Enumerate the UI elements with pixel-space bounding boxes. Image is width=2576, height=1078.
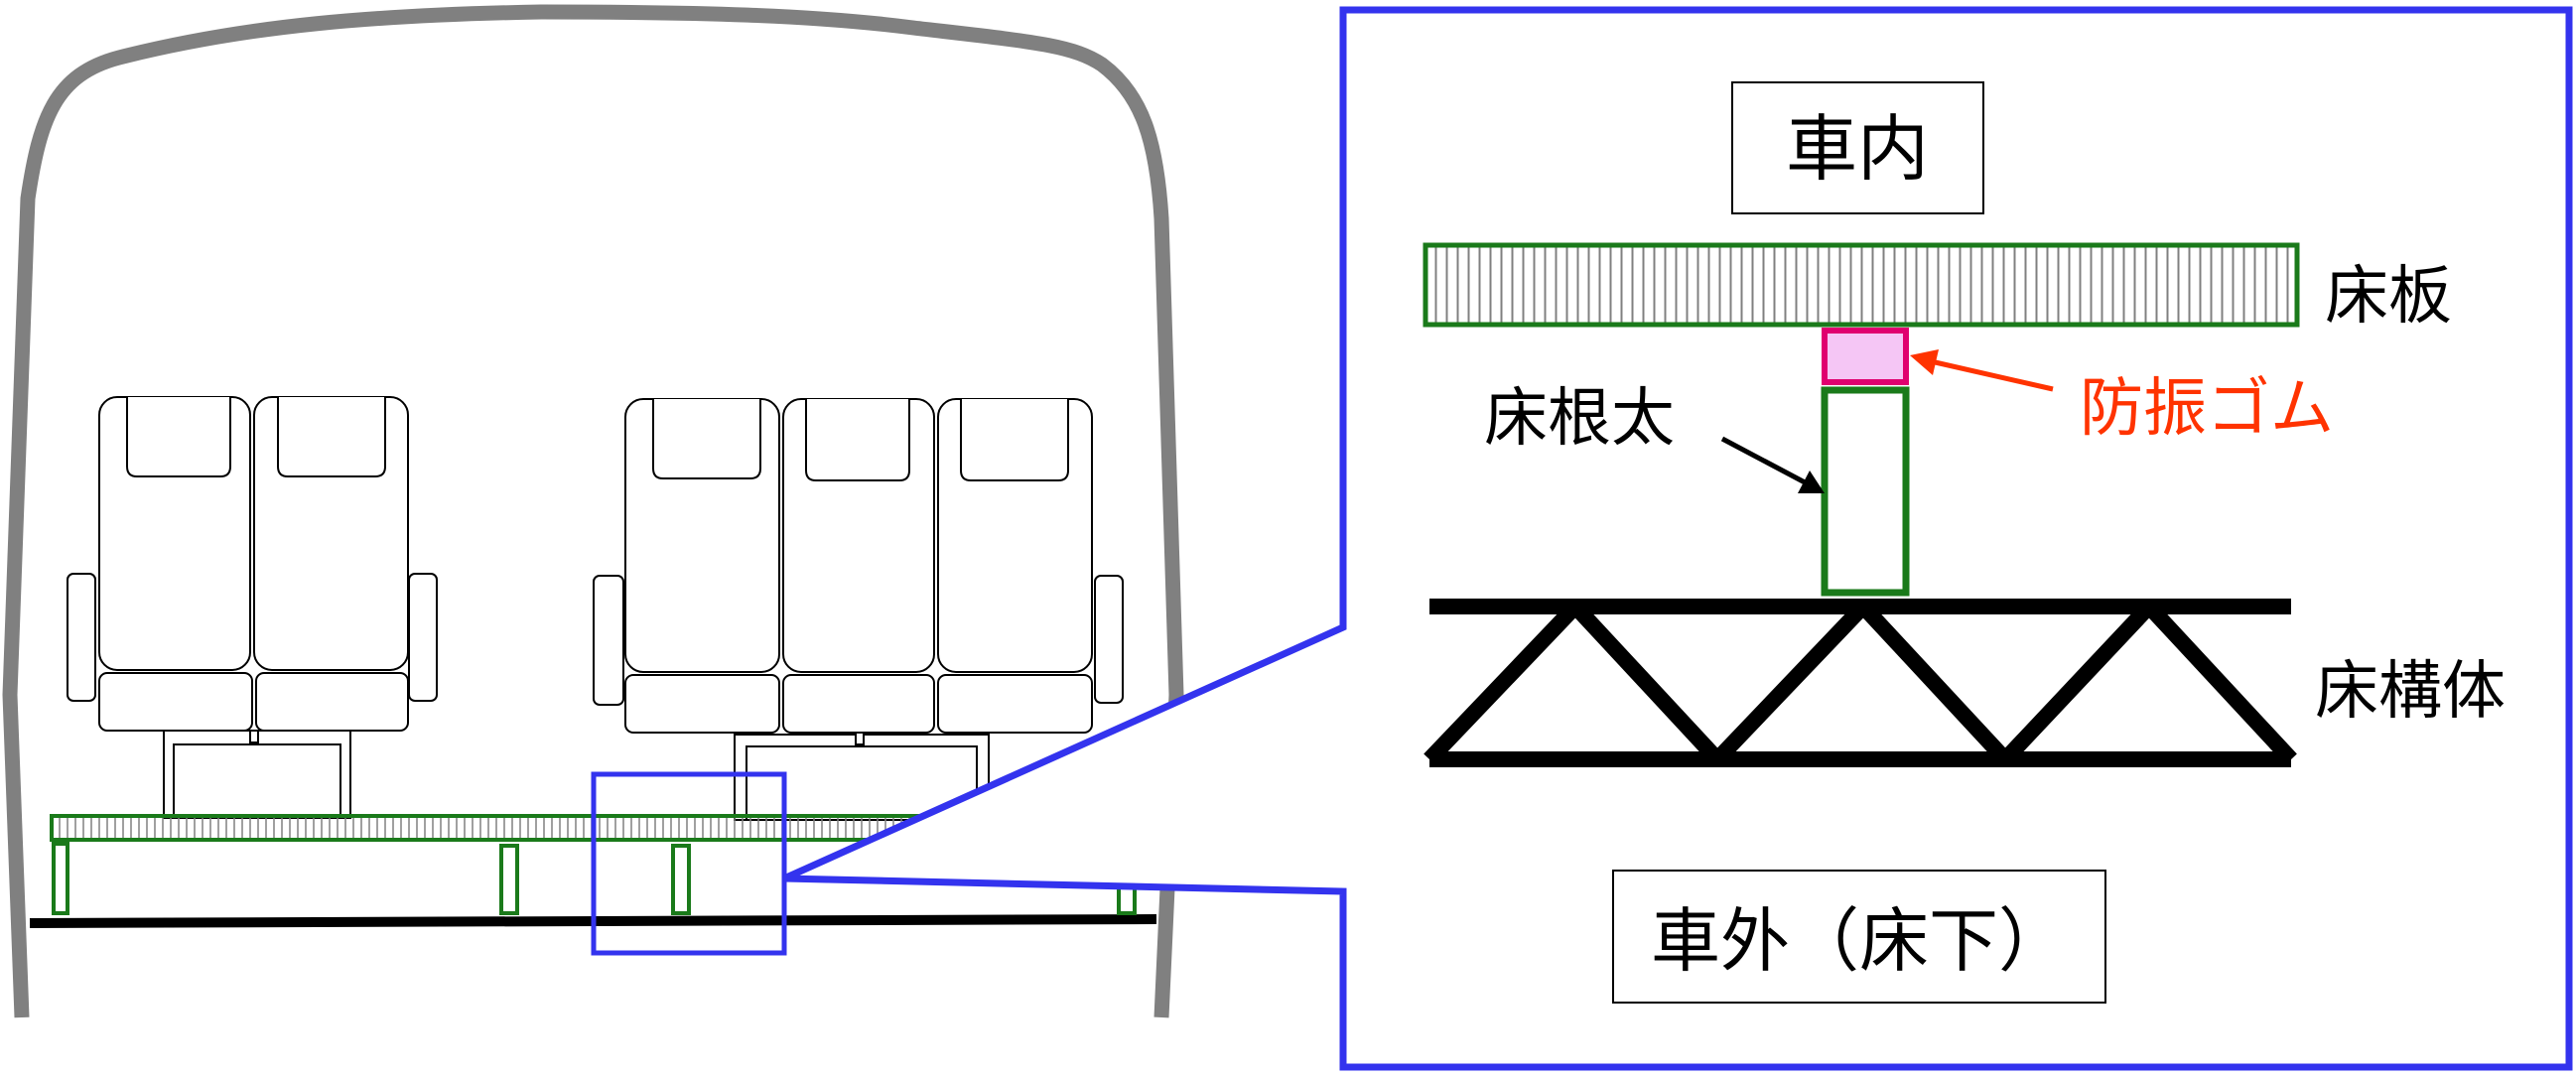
anti-vibration-rubber xyxy=(1822,328,1909,385)
seat-headrest xyxy=(960,399,1069,481)
seat-cushion xyxy=(937,674,1093,734)
car-joist xyxy=(499,844,519,915)
arrow-left-icon xyxy=(1910,349,2054,392)
floor-structure-truss xyxy=(1424,599,2297,767)
car-joist xyxy=(671,844,691,915)
floor-structure-label: 床構体 xyxy=(2315,655,2506,729)
seat-armrest xyxy=(67,573,96,702)
seat-cushion xyxy=(624,674,780,734)
zoom-highlight-box xyxy=(591,771,787,956)
floor-board xyxy=(1423,242,2300,328)
seat-armrest xyxy=(1094,575,1124,704)
seat-leg xyxy=(249,730,259,743)
seat-cushion xyxy=(98,672,253,732)
car-joist xyxy=(52,842,69,915)
seat-cushion xyxy=(782,674,935,734)
seat-headrest xyxy=(652,399,761,479)
seat-headrest xyxy=(277,397,386,477)
anti-vibration-rubber-label: 防振ゴム xyxy=(2080,372,2334,446)
seat-leg xyxy=(855,732,865,745)
seat-armrest xyxy=(593,575,624,706)
seat-leg xyxy=(173,743,341,819)
interior-label-box xyxy=(1731,81,1984,214)
arrow-right-down-icon xyxy=(1720,436,1825,493)
seat-headrest xyxy=(126,397,231,477)
floor-joist xyxy=(1821,386,1910,597)
car-body-outline xyxy=(2,4,1184,1018)
exterior-label-box xyxy=(1612,870,2106,1004)
car-cross-section xyxy=(2,4,1184,1018)
seat-armrest xyxy=(408,573,438,702)
floor-board-label: 床板 xyxy=(2325,260,2452,334)
car-floor-joists xyxy=(52,842,1137,915)
interior-label: 車内 xyxy=(1786,107,1929,191)
seat-group-left xyxy=(67,396,438,819)
seat-cushion xyxy=(255,672,409,732)
floor-joist-label: 床根太 xyxy=(1484,382,1675,456)
exterior-label: 車外（床下） xyxy=(1651,900,2068,982)
seat-headrest xyxy=(805,399,910,481)
seat-group-right xyxy=(593,398,1124,821)
detail-panel: 車内 床板 防振ゴム 床根太 床構体 xyxy=(1423,81,2506,1004)
